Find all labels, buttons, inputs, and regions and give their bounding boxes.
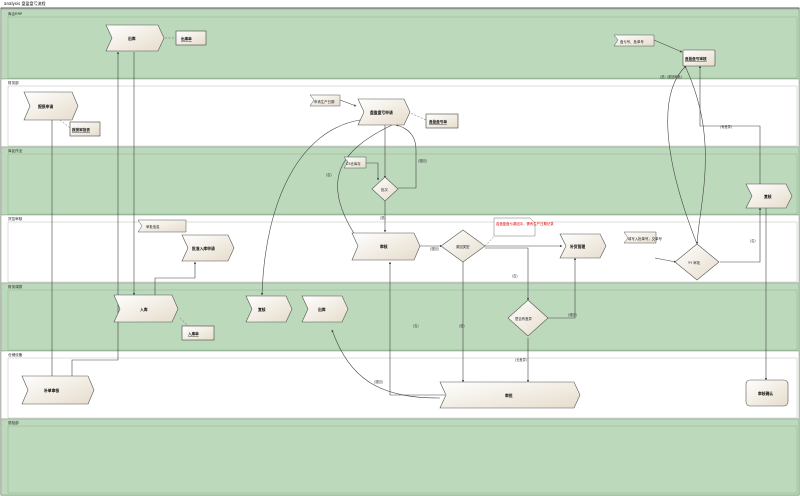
node-pdapp[interactable]: 盘盈盘亏申请 xyxy=(357,98,411,126)
lane-label-5: 仓储设备 xyxy=(8,352,23,357)
svg-text:是否有差异: 是否有差异 xyxy=(515,316,533,321)
node-approve-final-left[interactable]: 补单审核 xyxy=(21,375,95,405)
lane-label-6: 质检部 xyxy=(8,420,19,425)
node-in[interactable]: 入库 xyxy=(113,294,179,323)
node-reason[interactable]: 原因类型 xyxy=(440,229,486,263)
edge-label-4: (是) xyxy=(459,323,465,328)
node-req[interactable]: 报损申请 xyxy=(23,91,79,121)
lane-label-3: 货控审核 xyxy=(8,216,23,221)
svg-text:批次: 批次 xyxy=(381,187,388,192)
node-batch[interactable]: 批次 xyxy=(371,176,399,202)
node-main[interactable]: 审批 xyxy=(439,381,581,409)
node-out[interactable]: 出库 xyxy=(105,24,165,52)
svg-text:入库单: 入库单 xyxy=(188,331,199,336)
svg-text:申请生产日期: 申请生产日期 xyxy=(314,99,335,104)
node-mgr[interactable]: 补货管理 xyxy=(559,233,607,259)
node-erpcheck[interactable]: 盘盈盘亏审核 xyxy=(682,49,716,67)
svg-text:审核确认: 审核确认 xyxy=(758,391,773,396)
node-yy[interactable]: YY 审批 xyxy=(674,243,720,281)
edge-label-0: (否) xyxy=(326,173,332,177)
node-erpin: 盘亏号、批单号 xyxy=(613,34,655,47)
frame-title: analysis 盘盈盘亏流程 xyxy=(4,1,46,6)
edge-label-9: (无差异) xyxy=(515,357,527,362)
svg-text:CS仓库存: CS仓库存 xyxy=(346,161,361,166)
svg-text:入库: 入库 xyxy=(139,307,148,312)
svg-text:报损审批表: 报损审批表 xyxy=(72,127,90,132)
svg-text:若盘盈盘亏原因中，需有生产日期记录: 若盘盈盘亏原因中，需有生产日期记录 xyxy=(496,221,554,226)
edge-label-2: (是) xyxy=(380,215,386,220)
node-reqdoc: 报损审批表 xyxy=(69,121,101,137)
lane-label-0: 库企ERP xyxy=(8,11,23,16)
lane-label-1: 财务部 xyxy=(8,80,19,85)
node-apply: 申请生产日期 xyxy=(309,94,341,107)
edge-label-1: (退回) xyxy=(418,158,427,163)
edge-label-6: (否) xyxy=(512,274,518,278)
lane-2: 库区作业 xyxy=(0,146,800,216)
svg-text:报损申请: 报损申请 xyxy=(37,104,53,109)
node-final[interactable]: 审核确认 xyxy=(745,379,789,407)
lane-5: 仓储设备 xyxy=(0,350,800,420)
node-stockin: CS仓库存 xyxy=(343,156,367,169)
edge-label-5: (退回) xyxy=(374,379,383,384)
svg-text:审核: 审核 xyxy=(380,244,388,249)
svg-text:复核: 复核 xyxy=(258,307,266,312)
svg-text:YY 审批: YY 审批 xyxy=(688,260,701,265)
lane-label-2: 库区作业 xyxy=(8,148,23,153)
node-indoc: 入库单 xyxy=(181,325,215,341)
lane-label-4: 财务调拨 xyxy=(8,284,23,289)
svg-text:填写入批单号，交单号: 填写入批单号，交单号 xyxy=(628,236,663,241)
node-batchno: 填写入批单号，交单号 xyxy=(623,231,663,244)
node-process[interactable]: 出库 xyxy=(301,295,349,323)
edge-label-7: (退回) xyxy=(568,312,577,317)
svg-text:出库: 出库 xyxy=(128,36,136,41)
node-erpappr[interactable]: 复核 xyxy=(745,183,793,209)
svg-text:审批: 审批 xyxy=(505,393,513,398)
svg-text:出库: 出库 xyxy=(318,307,326,312)
node-audit[interactable]: 审核 xyxy=(351,232,421,261)
svg-text:复核: 复核 xyxy=(764,194,772,199)
svg-text:补单审核: 补单审核 xyxy=(43,388,59,393)
svg-text:盘盈盘亏审核: 盘盈盘亏审核 xyxy=(685,56,707,61)
connectors xyxy=(50,39,768,399)
edge-label-10: (有差异) xyxy=(720,124,732,129)
edge-label-13: (退回) xyxy=(430,246,439,251)
node-input: 审批信息 xyxy=(137,219,187,233)
node-keep[interactable]: 是否有差异 xyxy=(507,299,549,337)
svg-text:补货管理: 补货管理 xyxy=(569,244,585,249)
edge-label-3: (否) xyxy=(413,324,419,328)
edge-label-11: (否) xyxy=(750,239,756,243)
svg-text:出库单: 出库单 xyxy=(181,36,192,41)
svg-text:原因类型: 原因类型 xyxy=(456,244,470,249)
svg-text:盘盈盘亏单: 盘盈盘亏单 xyxy=(429,119,447,124)
node-recheck[interactable]: 复核 xyxy=(245,295,293,323)
node-reqin[interactable]: 批准入库申请 xyxy=(181,234,235,262)
svg-text:审批信息: 审批信息 xyxy=(146,224,160,229)
node-outdoc: 出库单 xyxy=(175,30,207,46)
node-pddoc: 盘盈盘亏单 xyxy=(425,113,459,129)
svg-text:批准入库申请: 批准入库申请 xyxy=(192,246,215,251)
lane-6: 质检部 xyxy=(0,418,800,496)
svg-text:盘亏号、批单号: 盘亏号、批单号 xyxy=(620,39,644,44)
edge-label-12: (是) (退回审批) xyxy=(660,74,682,79)
svg-text:盘盈盘亏申请: 盘盈盘亏申请 xyxy=(370,110,393,115)
node-note: 若盘盈盘亏原因中，需有生产日期记录 xyxy=(493,217,554,237)
